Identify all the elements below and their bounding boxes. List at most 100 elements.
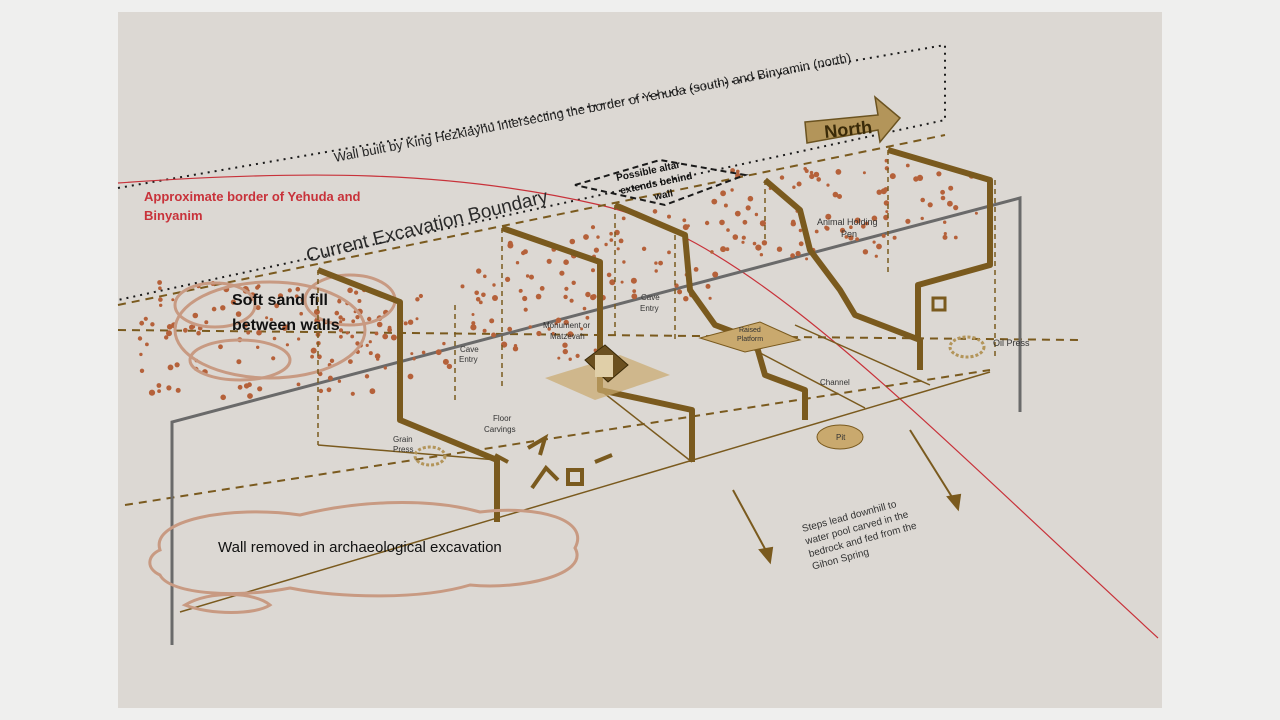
sand-dot <box>654 269 658 273</box>
sand-dot <box>158 297 163 302</box>
sand-dot <box>759 253 764 257</box>
sand-dot <box>712 271 719 278</box>
sand-dot <box>726 228 730 232</box>
sand-dot <box>196 330 201 336</box>
sand-dot <box>329 358 335 363</box>
sand-dot <box>872 240 876 244</box>
sand-dot <box>920 216 924 221</box>
sand-dot <box>720 246 727 253</box>
sand-dot <box>348 359 353 364</box>
sand-dot <box>641 246 647 251</box>
sand-dot <box>269 317 273 322</box>
sand-dot <box>798 228 803 233</box>
sand-dot <box>747 195 754 202</box>
sand-dot <box>295 286 301 292</box>
raised-platform-shape <box>698 321 802 353</box>
sand-dot <box>546 258 552 264</box>
sand-dot <box>183 327 188 333</box>
sand-dot <box>606 272 612 278</box>
sand-dot <box>536 330 542 337</box>
sand-dot <box>505 276 511 282</box>
sand-dot <box>654 261 658 265</box>
sand-dot <box>157 389 162 393</box>
sand-dot <box>953 205 959 211</box>
sand-dot <box>318 388 324 394</box>
sand-dot <box>310 354 314 359</box>
floor-carvings-line1: Floor <box>493 414 512 423</box>
sand-dot <box>916 174 924 181</box>
sand-dot <box>796 181 802 187</box>
sand-dot <box>230 299 236 305</box>
sand-dot <box>157 280 163 285</box>
pit-label: Pit <box>836 433 846 442</box>
sand-dot <box>265 316 269 320</box>
sand-dot <box>892 235 897 240</box>
sand-dot <box>148 389 156 396</box>
sand-dot <box>355 341 360 346</box>
sand-dot <box>167 364 174 371</box>
north-label: North <box>823 117 873 142</box>
sand-dot <box>137 336 143 341</box>
excavation-boundary <box>170 196 1022 645</box>
sand-dot <box>864 221 869 226</box>
sand-dot <box>515 261 520 265</box>
sand-dot <box>609 279 616 286</box>
sand-dot <box>855 237 859 242</box>
sand-dot <box>953 235 958 240</box>
sand-dot <box>296 382 301 387</box>
sand-dot <box>883 187 889 192</box>
sand-dot <box>792 185 796 189</box>
sand-dot <box>559 270 565 276</box>
sand-dot <box>471 313 475 316</box>
sand-dot <box>390 334 397 341</box>
sand-dot <box>569 238 576 245</box>
sand-dot <box>471 321 476 326</box>
sand-dot <box>294 294 299 299</box>
sand-dot <box>355 315 360 320</box>
sand-dot <box>418 293 423 299</box>
sand-dot <box>591 294 597 300</box>
floor-lines <box>179 324 991 613</box>
sand-dot <box>708 296 712 300</box>
sand-dot <box>310 347 317 354</box>
grain-press-line2: Press <box>393 445 413 454</box>
sand-dot <box>297 337 301 341</box>
sand-fill-cloud <box>173 273 397 382</box>
sand-dot <box>421 350 426 355</box>
sand-dot <box>630 277 637 284</box>
sand-dot <box>564 286 569 291</box>
sand-dot <box>832 191 839 198</box>
sand-dot <box>539 286 545 291</box>
sand-dot <box>478 300 483 305</box>
wall-removed-label: Wall removed in archaeological excavatio… <box>218 539 502 556</box>
sand-dot <box>825 213 832 220</box>
sand-dot <box>759 220 767 227</box>
sand-dot <box>816 177 821 182</box>
sand-dot <box>475 297 481 302</box>
sand-dot <box>591 268 595 273</box>
sand-fill-line1: Soft sand fill <box>232 292 328 309</box>
sand-dot <box>382 333 389 340</box>
sand-dot <box>616 247 620 251</box>
sand-dot <box>492 283 496 287</box>
sand-dot <box>563 259 569 266</box>
sand-dot <box>271 356 276 361</box>
sand-dot <box>741 235 746 240</box>
sand-dot <box>257 386 263 392</box>
sand-dot <box>905 163 910 168</box>
sand-dot <box>492 295 498 301</box>
sand-dot <box>705 283 711 289</box>
channel-label: Channel <box>820 378 850 387</box>
sand-dot <box>871 215 878 222</box>
sand-dot <box>512 346 519 352</box>
sand-dot <box>677 289 683 295</box>
sand-dot <box>585 315 590 320</box>
grain-press-icon <box>413 445 447 467</box>
sand-dot <box>376 357 380 361</box>
sand-dot <box>631 293 638 300</box>
cave-entry-1-line1: Cave <box>460 345 479 354</box>
sand-dot <box>562 342 568 348</box>
sand-dot <box>518 288 523 293</box>
sand-dot <box>159 303 163 307</box>
